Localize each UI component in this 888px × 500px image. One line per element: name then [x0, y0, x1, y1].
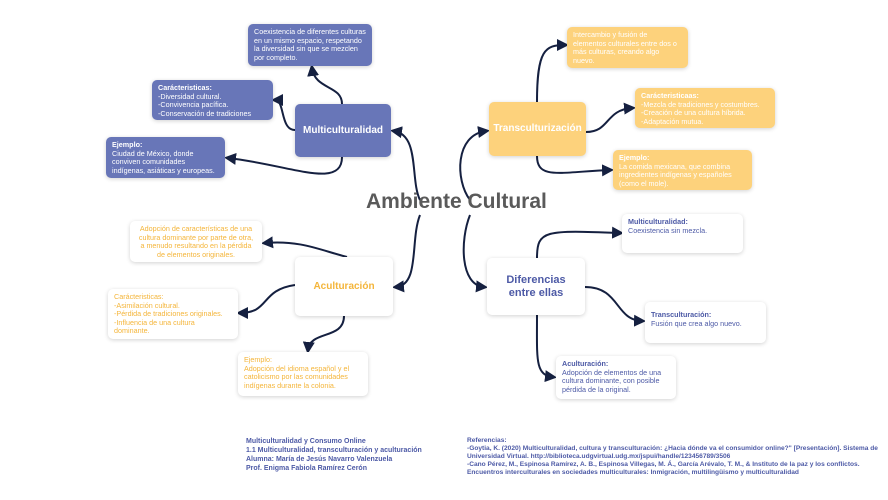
- text: Fusión que crea algo nuevo.: [651, 318, 742, 328]
- trans-characteristics: Carácteristicaas:-Mezcla de tradiciones …: [635, 88, 775, 128]
- acult-definition: Adopción de características de una cultu…: [130, 221, 262, 262]
- heading: Ejemplo:: [244, 355, 272, 364]
- heading: Ejemplo:: [619, 153, 650, 162]
- line: Prof. Enigma Fabiola Ramírez Cerón: [246, 465, 367, 472]
- acult-node[interactable]: Aculturación: [295, 257, 393, 316]
- item: -Diversidad cultural.: [158, 91, 222, 101]
- item: -Convivencia pacífica.: [158, 100, 229, 110]
- reference: -Goytia, K. (2020) Multiculturalidad, cu…: [467, 445, 878, 460]
- acult-example: Ejemplo:Adopción del idioma español y el…: [238, 352, 368, 396]
- text: Adopción del idioma español y el catolic…: [244, 363, 350, 390]
- references: Referencias: -Goytia, K. (2020) Multicul…: [467, 437, 882, 477]
- multi-example: Ejemplo:Ciudad de México, donde conviven…: [106, 137, 225, 178]
- text: Adopción de elementos de una cultura dom…: [562, 367, 662, 394]
- heading: Carácteristicaas:: [641, 91, 699, 100]
- multi-node[interactable]: Multiculturalidad: [295, 104, 391, 157]
- item: -Mezcla de tradiciones y costumbres.: [641, 99, 760, 109]
- trans-example: Ejemplo:La comida mexicana, que combina …: [613, 150, 752, 190]
- course-info: Multiculturalidad y Consumo Online 1.1 M…: [246, 437, 422, 473]
- central-title: Ambiente Cultural: [366, 190, 547, 213]
- references-heading: Referencias:: [467, 437, 507, 444]
- heading: Multiculturalidad:: [628, 217, 688, 226]
- trans-definition: Intercambio y fusión de elementos cultur…: [567, 27, 688, 68]
- item: -Conservación de tradiciones: [158, 108, 252, 118]
- item: -Creación de una cultura híbrida.: [641, 108, 746, 118]
- line: 1.1 Multiculturalidad, transculturación …: [246, 447, 422, 454]
- dif-trans: Transculturación:Fusión que crea algo nu…: [645, 302, 766, 343]
- text: Ciudad de México, donde conviven comunid…: [112, 148, 215, 175]
- item: -Influencia de una cultura dominante.: [114, 317, 195, 336]
- text: La comida mexicana, que combina ingredie…: [619, 161, 732, 188]
- heading: Carácteristicas:: [158, 83, 212, 92]
- line: Multiculturalidad y Consumo Online: [246, 438, 366, 445]
- item: -Pérdida de tradiciones originales.: [114, 309, 223, 319]
- dif-multi: Multiculturalidad:Coexistencia sin mezcl…: [622, 214, 743, 253]
- multi-definition: Coexistencia de diferentes culturas en u…: [248, 24, 372, 66]
- heading: Aculturación:: [562, 359, 609, 368]
- item: -Adaptación mutua.: [641, 116, 704, 126]
- acult-characteristics: Carácteristicas:-Asimilación cultural.-P…: [108, 289, 238, 339]
- heading: Transculturación:: [651, 310, 712, 319]
- reference: -Cano Pérez, M., Espinosa Ramírez, A. B.…: [467, 461, 860, 476]
- heading: Carácteristicas:: [114, 292, 164, 301]
- dif-acult: Aculturación:Adopción de elementos de un…: [556, 356, 676, 399]
- item: -Asimilación cultural.: [114, 300, 180, 310]
- trans-node[interactable]: Transculturización: [489, 102, 586, 156]
- heading: Ejemplo:: [112, 140, 143, 149]
- text: Coexistencia sin mezcla.: [628, 225, 708, 235]
- line: Alumna: María de Jesús Navarro Valenzuel…: [246, 456, 393, 463]
- multi-characteristics: Carácteristicas:-Diversidad cultural.-Co…: [152, 80, 273, 120]
- differences-node[interactable]: Diferencias entre ellas: [487, 258, 585, 315]
